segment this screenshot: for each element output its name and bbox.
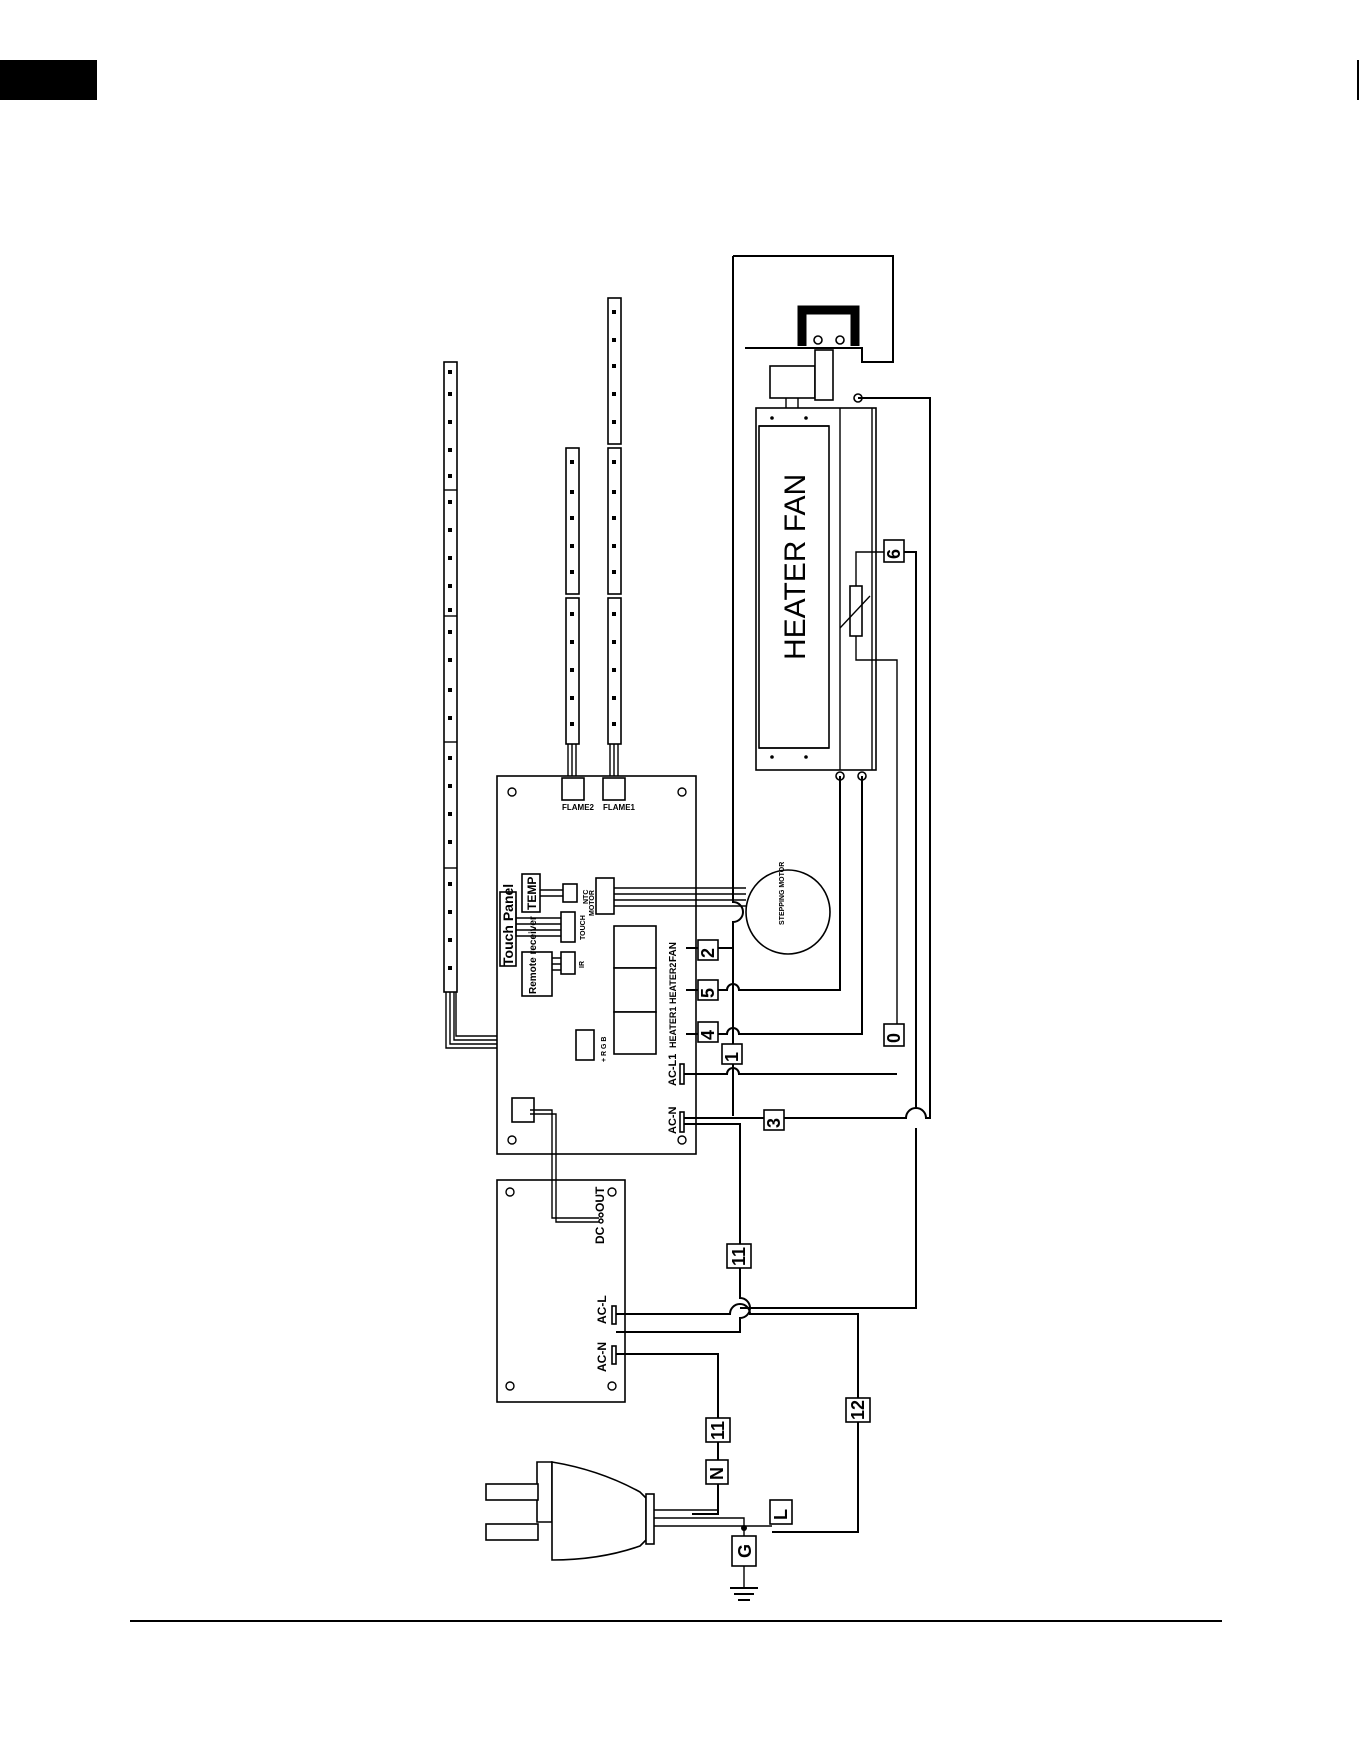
rgb-label: + R G B — [601, 1037, 608, 1062]
heater1-terminal-label: HEATER1 — [668, 1007, 678, 1048]
relay-heater2 — [614, 968, 656, 1012]
ir-connector — [561, 952, 575, 974]
touch-label: TOUCH — [580, 915, 587, 940]
main-control-board: FLAME2 FLAME1 Touch Panel TEMP Remote re… — [497, 776, 696, 1154]
flame1-connector — [603, 778, 625, 800]
tag-11-upper: 11 — [727, 1244, 751, 1268]
flame-strip-2 — [566, 448, 579, 778]
tag-2: 2 — [698, 940, 718, 960]
heater2-terminal-label: HEATER2 — [668, 963, 678, 1004]
temp-label: TEMP — [525, 877, 539, 910]
relay-heater1 — [614, 1012, 656, 1054]
psu-dc-label: DC — [593, 1226, 607, 1244]
tag-g: G — [732, 1536, 756, 1566]
fan-terminal-label: FAN — [668, 942, 679, 962]
svg-text:G: G — [735, 1544, 755, 1558]
power-supply-board: OUT DC AC-L AC-N — [497, 1180, 625, 1402]
touch-panel-label: Touch Panel — [500, 884, 516, 966]
svg-text:1: 1 — [722, 1052, 742, 1062]
thermal-switch-body — [770, 366, 815, 398]
psu-ac-l-label: AC-L — [595, 1295, 609, 1324]
svg-text:11: 11 — [708, 1421, 728, 1440]
svg-text:2: 2 — [698, 948, 718, 958]
heater-fan-label: HEATER FAN — [779, 474, 812, 660]
rgb-connector — [576, 1030, 594, 1060]
flame1-label: FLAME1 — [603, 803, 636, 812]
psu-out-label: OUT — [593, 1186, 607, 1212]
tag-l: L — [770, 1500, 792, 1524]
relay-fan — [614, 926, 656, 968]
stepping-motor-label: STEPPING MOTOR — [779, 862, 786, 925]
tag-n: N — [706, 1460, 728, 1484]
remote-receiver-label: Remote receiver — [528, 916, 539, 994]
svg-text:0: 0 — [884, 1033, 904, 1043]
svg-text:4: 4 — [698, 1030, 718, 1040]
tag-3: 3 — [764, 1110, 784, 1130]
power-plug — [486, 1462, 772, 1560]
tag-5: 5 — [698, 980, 718, 1000]
motor-connector — [596, 878, 614, 914]
flame2-connector — [562, 778, 584, 800]
flame2-label: FLAME2 — [562, 803, 595, 812]
tag-11-lower: 11 — [706, 1418, 730, 1442]
tag-6: 6 — [884, 540, 904, 562]
tag-12: 12 — [846, 1398, 870, 1422]
motor-label: MOTOR — [589, 890, 596, 916]
svg-text:5: 5 — [698, 988, 718, 998]
wire-6-lower — [740, 1128, 916, 1308]
wire-11-upper — [616, 1124, 750, 1332]
svg-text:3: 3 — [764, 1118, 784, 1128]
wire-1 — [684, 1068, 897, 1074]
ac-l1-label: AC-L1 — [667, 1054, 679, 1086]
thermal-switch-block — [815, 350, 833, 400]
svg-text:6: 6 — [884, 549, 904, 559]
svg-text:11: 11 — [729, 1247, 749, 1266]
psu-ac-n-label: AC-N — [595, 1342, 609, 1372]
ac-n-main-label: AC-N — [667, 1106, 679, 1134]
svg-text:12: 12 — [848, 1400, 868, 1420]
svg-text:L: L — [771, 1509, 791, 1520]
svg-text:N: N — [707, 1467, 727, 1480]
ntc-connector — [563, 884, 577, 902]
tag-4: 4 — [698, 1022, 718, 1042]
touch-connector — [561, 912, 575, 942]
led-strip-rgb — [444, 362, 457, 992]
ir-label: IR — [579, 961, 586, 968]
flame-strip-1 — [608, 298, 621, 778]
tag-0: 0 — [884, 1024, 904, 1046]
tag-1: 1 — [722, 1044, 742, 1064]
corner-tab — [0, 60, 97, 100]
